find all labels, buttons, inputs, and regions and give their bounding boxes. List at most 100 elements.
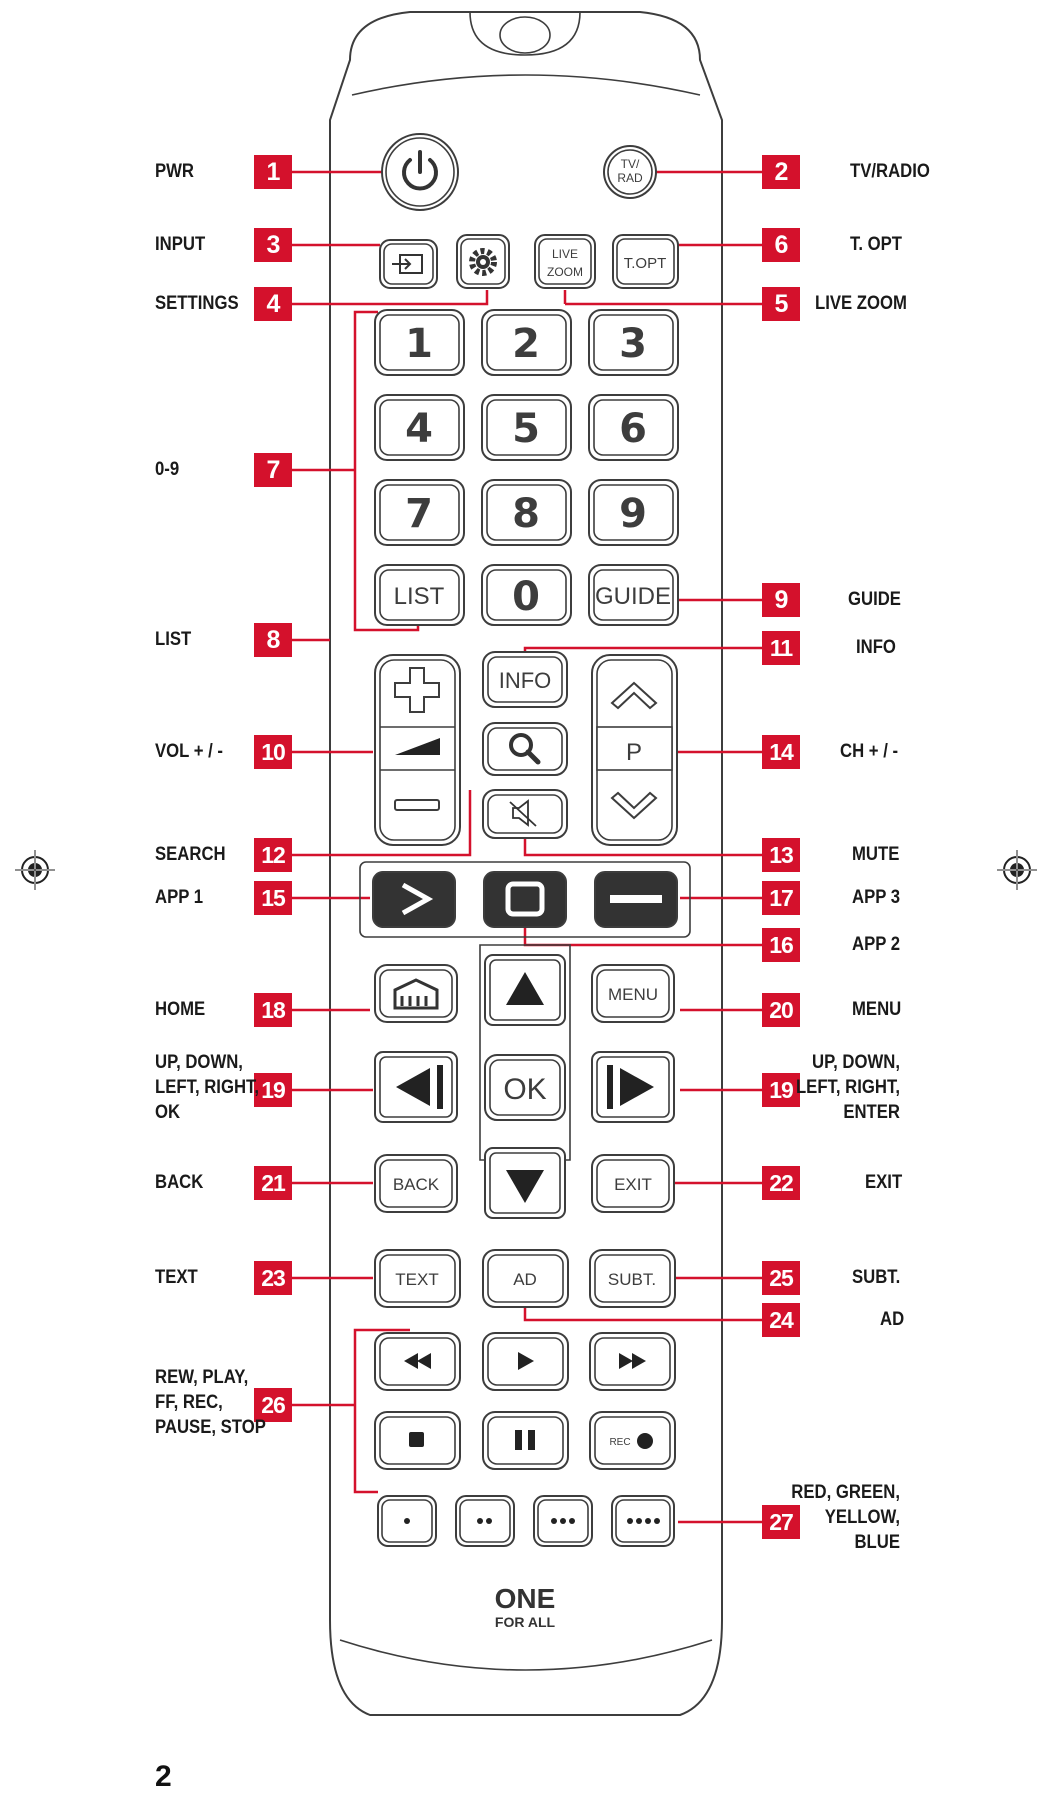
label-tv-radio: TV/RADIO bbox=[850, 161, 930, 182]
callout-badge-4: 4 bbox=[254, 287, 292, 321]
tv-radio-button[interactable]: TV/ RAD bbox=[603, 145, 657, 199]
callout-badge-11: 11 bbox=[762, 631, 800, 665]
right-button[interactable] bbox=[591, 1051, 675, 1123]
down-button[interactable] bbox=[484, 1147, 566, 1219]
p-key-label: P bbox=[626, 739, 642, 766]
app1-button[interactable] bbox=[372, 871, 456, 928]
arrow-down-icon bbox=[506, 1170, 544, 1203]
callout-badge-18: 18 bbox=[254, 993, 292, 1027]
rewind-button[interactable] bbox=[374, 1332, 461, 1391]
label-menu: MENU bbox=[852, 999, 902, 1020]
key-7[interactable]: 7 bbox=[374, 479, 465, 546]
search-button[interactable] bbox=[482, 722, 568, 776]
app3-button[interactable] bbox=[594, 871, 678, 928]
mute-icon bbox=[509, 799, 537, 827]
svg-text:3: 3 bbox=[619, 321, 647, 367]
input-button[interactable] bbox=[379, 239, 438, 289]
label-info: INFO bbox=[856, 637, 896, 658]
volume-ramp-icon bbox=[395, 738, 440, 755]
arrow-left-icon bbox=[396, 1068, 430, 1106]
red-button[interactable] bbox=[377, 1495, 437, 1547]
subt-button[interactable]: SUBT. bbox=[589, 1249, 676, 1308]
label-ch: CH + / - bbox=[840, 741, 899, 762]
key-1[interactable]: 1 bbox=[374, 309, 465, 376]
key-4[interactable]: 4 bbox=[374, 394, 465, 461]
list-button[interactable]: LIST bbox=[374, 564, 465, 626]
settings-button[interactable] bbox=[456, 234, 510, 289]
callout-badge-9: 9 bbox=[762, 583, 800, 617]
power-icon bbox=[402, 150, 438, 191]
callout-badge-3: 3 bbox=[254, 228, 292, 262]
live-zoom-bottom-label: ZOOM bbox=[547, 265, 583, 279]
callout-badge-6: 6 bbox=[762, 228, 800, 262]
up-button[interactable] bbox=[484, 954, 566, 1026]
ok-button[interactable]: OK bbox=[484, 1054, 566, 1121]
key-0[interactable]: 0 bbox=[481, 564, 572, 626]
yellow-button[interactable] bbox=[533, 1495, 593, 1547]
play-icon bbox=[518, 1352, 534, 1370]
one-for-all-logo: ONE FOR ALL bbox=[495, 1583, 556, 1630]
key-9[interactable]: 9 bbox=[588, 479, 679, 546]
svg-text:5: 5 bbox=[512, 406, 540, 452]
plus-icon bbox=[394, 667, 440, 713]
label-back: BACK bbox=[155, 1172, 204, 1193]
key-8[interactable]: 8 bbox=[481, 479, 572, 546]
callout-badge-12: 12 bbox=[254, 838, 292, 872]
key-5[interactable]: 5 bbox=[481, 394, 572, 461]
label-guide: GUIDE bbox=[848, 589, 901, 610]
record-button[interactable]: REC bbox=[589, 1411, 676, 1470]
label-app2: APP 2 bbox=[852, 934, 901, 955]
chevron-up-icon bbox=[610, 681, 658, 710]
pause-button[interactable] bbox=[482, 1411, 569, 1470]
key-6[interactable]: 6 bbox=[588, 394, 679, 461]
play-button[interactable] bbox=[482, 1332, 569, 1391]
home-button[interactable] bbox=[374, 964, 458, 1023]
back-button[interactable]: BACK bbox=[374, 1154, 458, 1213]
callout-badge-27: 27 bbox=[762, 1505, 800, 1539]
text-button[interactable]: TEXT bbox=[374, 1249, 461, 1308]
label-ad: AD bbox=[880, 1309, 905, 1330]
label-nav-left: UP, DOWN, LEFT, RIGHT, OK bbox=[155, 1052, 260, 1123]
key-2[interactable]: 2 bbox=[481, 309, 572, 376]
power-button[interactable] bbox=[381, 133, 459, 211]
label-colors: RED, GREEN, YELLOW, BLUE bbox=[791, 1482, 900, 1553]
green-button[interactable] bbox=[455, 1495, 515, 1547]
blue-button[interactable] bbox=[611, 1495, 675, 1547]
callout-badge-2: 2 bbox=[762, 155, 800, 189]
live-zoom-button[interactable]: LIVE ZOOM bbox=[534, 234, 596, 289]
label-home: HOME bbox=[155, 999, 206, 1020]
callout-badge-1: 1 bbox=[254, 155, 292, 189]
ad-button[interactable]: AD bbox=[482, 1249, 569, 1308]
numeric-keypad: 1 2 3 4 5 6 7 8 9 LIST 0 GUIDE bbox=[374, 309, 679, 626]
info-button[interactable]: INFO bbox=[482, 651, 568, 708]
volume-rocker[interactable] bbox=[374, 654, 461, 846]
left-button[interactable] bbox=[374, 1051, 458, 1123]
t-opt-key-label: T.OPT bbox=[624, 255, 667, 272]
fast-forward-button[interactable] bbox=[589, 1332, 676, 1391]
page-number: 2 bbox=[155, 1760, 172, 1793]
mute-button[interactable] bbox=[482, 789, 568, 839]
pause-icon bbox=[515, 1430, 535, 1450]
callout-badge-22: 22 bbox=[762, 1166, 800, 1200]
stop-button[interactable] bbox=[374, 1411, 461, 1470]
arrow-right-icon bbox=[620, 1068, 654, 1106]
t-opt-button[interactable]: T.OPT bbox=[612, 234, 679, 289]
svg-text:9: 9 bbox=[619, 491, 647, 537]
app2-button[interactable] bbox=[483, 871, 567, 928]
arrow-up-icon bbox=[506, 972, 544, 1005]
callout-badge-5: 5 bbox=[762, 287, 800, 321]
callout-badge-13: 13 bbox=[762, 838, 800, 872]
menu-button[interactable]: MENU bbox=[591, 964, 675, 1023]
guide-button[interactable]: GUIDE bbox=[588, 564, 679, 626]
label-mute: MUTE bbox=[852, 844, 900, 865]
svg-text:0: 0 bbox=[512, 574, 540, 620]
stop-icon bbox=[409, 1432, 424, 1447]
key-3[interactable]: 3 bbox=[588, 309, 679, 376]
registration-mark-icon bbox=[15, 850, 55, 890]
registration-mark-icon bbox=[997, 850, 1037, 890]
channel-rocker[interactable]: P bbox=[591, 654, 678, 846]
exit-button[interactable]: EXIT bbox=[591, 1154, 675, 1213]
label-live-zoom: LIVE ZOOM bbox=[815, 293, 907, 314]
callout-badge-20: 20 bbox=[762, 993, 800, 1027]
